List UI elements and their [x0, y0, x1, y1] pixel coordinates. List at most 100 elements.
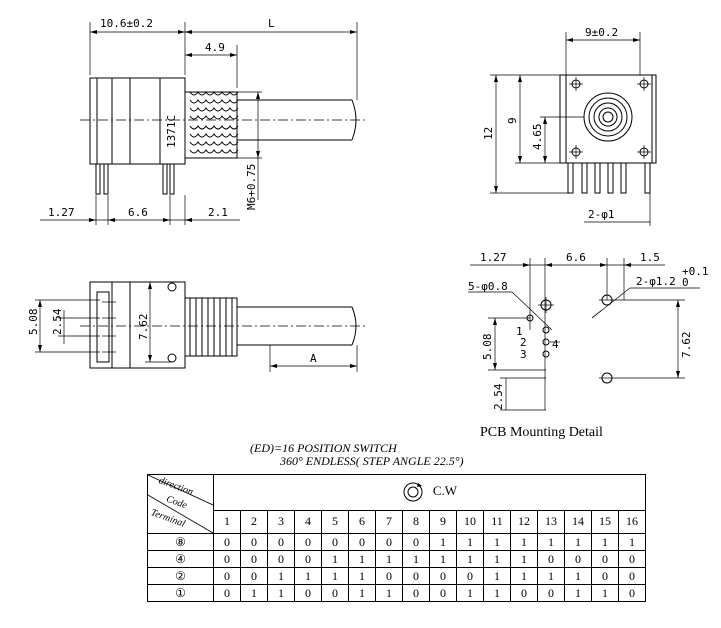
code-cell: 0: [240, 550, 268, 568]
switch-title: (ED)=16 POSITION SWITCH 360° ENDLESS( ST…: [250, 442, 464, 468]
position-15: 15: [591, 509, 619, 535]
front-view: 9±0.2 12 9 4.65: [482, 26, 657, 226]
switch-code-table: direction Code Terminal C.W 1 2 3 4 5 6 …: [147, 474, 646, 602]
pcb-pin-3: 3: [520, 348, 527, 361]
code-cell: 1: [456, 584, 484, 602]
terminal-8: ⑧: [147, 533, 214, 551]
code-cell: 0: [564, 550, 592, 568]
position-12: 12: [510, 509, 538, 535]
code-cell: 1: [429, 533, 457, 551]
side-view: 10.6±0.2 L 4.9 1371C M6+0.75: [40, 17, 365, 225]
position-11: 11: [483, 509, 511, 535]
code-cell: 0: [537, 550, 565, 568]
code-cell: 0: [591, 567, 619, 585]
code-cell: 0: [402, 567, 430, 585]
dim-height-12: 12: [482, 127, 495, 140]
position-14: 14: [564, 509, 592, 535]
code-cell: 1: [483, 567, 511, 585]
dim-shaft-length: L: [268, 17, 275, 30]
table-row: ② 0 0 1 1 1 1 0 0 0 0 1 1 1 1 0 0: [147, 567, 646, 585]
code-cell: 0: [240, 567, 268, 585]
dim-bottom-508: 5.08: [27, 309, 40, 336]
terminal-2: ②: [147, 567, 214, 585]
code-cell: 1: [348, 584, 376, 602]
code-cell: 1: [510, 550, 538, 568]
code-cell: 1: [348, 550, 376, 568]
pcb-caption: PCB Mounting Detail: [480, 425, 603, 440]
code-cell: 1: [402, 550, 430, 568]
body-marking: 1371C: [165, 115, 178, 148]
code-cell: 0: [213, 567, 241, 585]
dim-hole-2x1: 2-φ1: [588, 208, 615, 221]
code-cell: 0: [294, 550, 322, 568]
code-cell: 1: [537, 533, 565, 551]
dim-bushing-length: 4.9: [205, 41, 225, 54]
code-cell: 1: [483, 584, 511, 602]
position-2: 2: [240, 509, 268, 535]
pcb-dim-254: 2.54: [492, 383, 505, 410]
dim-height-465: 4.65: [531, 124, 544, 151]
pcb-tol-zero: 0: [682, 276, 689, 289]
table-row: ① 0 1 1 0 0 1 1 0 0 1 1 0 0 1 1 0: [147, 584, 646, 602]
code-cell: 1: [510, 567, 538, 585]
position-8: 8: [402, 509, 430, 535]
dim-bottom-A: A: [310, 352, 317, 365]
position-1: 1: [213, 509, 241, 535]
code-cell: 1: [267, 567, 295, 585]
pcb-pin-4: 4: [552, 338, 559, 351]
switch-title-line2: 360° ENDLESS( STEP ANGLE 22.5°): [280, 454, 464, 468]
code-cell: 1: [618, 533, 646, 551]
code-cell: 0: [402, 533, 430, 551]
code-cell: 0: [294, 584, 322, 602]
position-10: 10: [456, 509, 484, 535]
dim-bottom-254: 2.54: [51, 308, 64, 335]
position-header-row: 1 2 3 4 5 6 7 8 9 10 11 12 13 14 15 16: [148, 509, 646, 535]
clockwise-rotation-icon: [403, 482, 423, 502]
code-cell: 0: [348, 533, 376, 551]
position-3: 3: [267, 509, 295, 535]
code-cell: 0: [213, 533, 241, 551]
dim-pin-right: 2.1: [208, 206, 228, 219]
code-cell: 0: [321, 584, 349, 602]
code-cell: 1: [321, 567, 349, 585]
pcb-holes-large: 2-φ1.2: [636, 275, 676, 288]
pcb-dim-15: 1.5: [640, 251, 660, 264]
code-cell: 0: [213, 584, 241, 602]
pcb-dim-508: 5.08: [481, 334, 494, 361]
code-cell: 1: [456, 533, 484, 551]
code-cell: 1: [564, 567, 592, 585]
pcb-tol-plus: +0.1: [682, 265, 709, 278]
code-cell: 1: [348, 567, 376, 585]
position-9: 9: [429, 509, 457, 535]
position-5: 5: [321, 509, 349, 535]
dim-height-9: 9: [506, 117, 519, 124]
position-13: 13: [537, 509, 565, 535]
position-4: 4: [294, 509, 322, 535]
code-cell: 0: [429, 567, 457, 585]
code-cell: 0: [213, 550, 241, 568]
position-7: 7: [375, 509, 403, 535]
code-cell: 1: [564, 584, 592, 602]
code-cell: 1: [483, 533, 511, 551]
code-cell: 1: [375, 550, 403, 568]
code-cell: 0: [429, 584, 457, 602]
table-corner-header: direction Code Terminal: [147, 474, 214, 534]
code-cell: 1: [591, 533, 619, 551]
position-16: 16: [618, 509, 646, 535]
code-cell: 0: [375, 567, 403, 585]
code-cell: 0: [618, 567, 646, 585]
dim-bottom-762: 7.62: [137, 314, 150, 341]
code-cell: 1: [240, 584, 268, 602]
switch-title-line1: (ED)=16 POSITION SWITCH: [250, 441, 397, 455]
code-cell: 1: [564, 533, 592, 551]
dim-pin-span: 6.6: [128, 206, 148, 219]
terminal-4: ④: [147, 550, 214, 568]
pcb-dim-762: 7.62: [680, 332, 693, 359]
pcb-dim-127: 1.27: [480, 251, 507, 264]
code-cell: 1: [510, 533, 538, 551]
code-cell: 0: [267, 550, 295, 568]
code-cell: 0: [267, 533, 295, 551]
code-cell: 0: [240, 533, 268, 551]
table-row: ④ 0 0 0 0 1 1 1 1 1 1 1 1 0 0 0 0: [147, 550, 646, 568]
bottom-view: 5.08 2.54 7.62 A: [27, 281, 365, 372]
